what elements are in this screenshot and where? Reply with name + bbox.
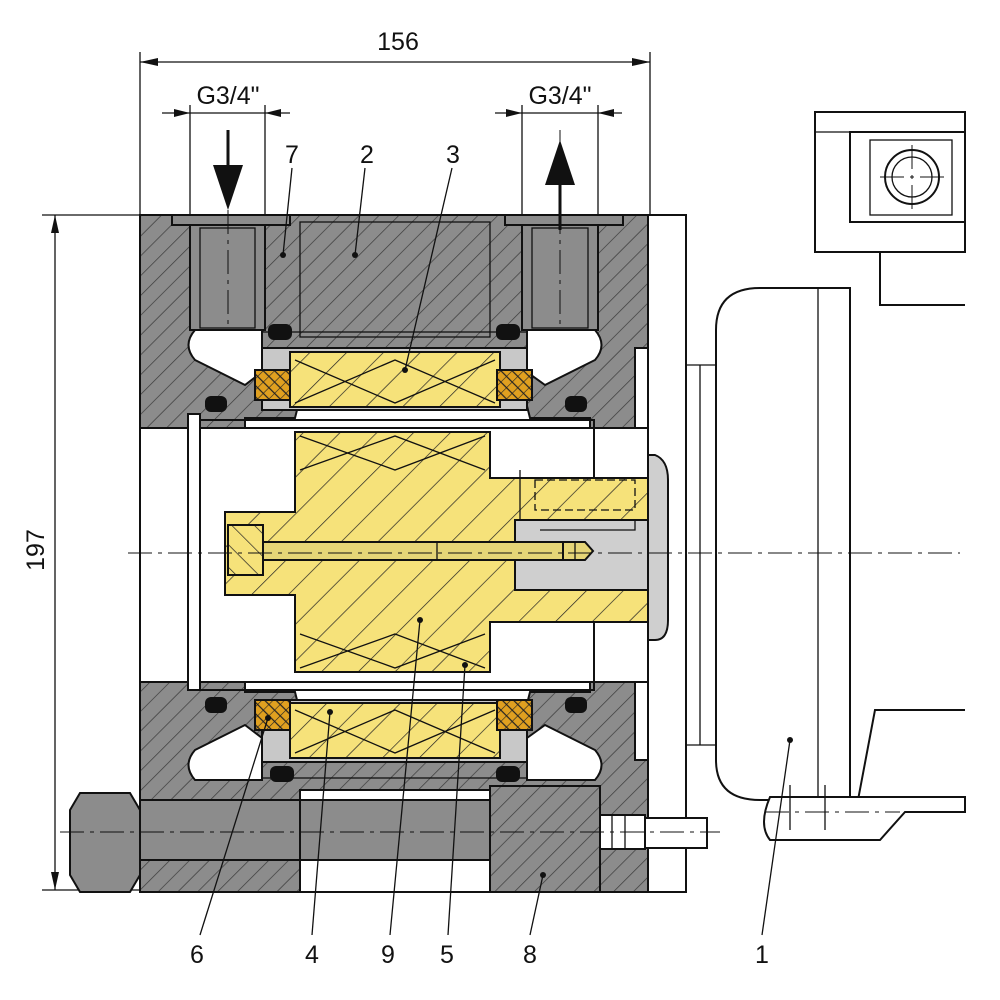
port-dimension-right: G3/4" bbox=[495, 82, 622, 215]
port-dimension-right-text: G3/4" bbox=[528, 82, 591, 110]
callout-9: 9 bbox=[381, 941, 395, 969]
outer-magnet-bottom bbox=[261, 699, 528, 763]
clamp-bolt bbox=[60, 785, 720, 893]
callout-7: 7 bbox=[285, 141, 299, 169]
width-dimension: 156 bbox=[139, 28, 651, 215]
central-screw bbox=[227, 524, 595, 576]
outer-magnet-top bbox=[261, 347, 528, 411]
seal-rings bbox=[205, 324, 587, 782]
width-dimension-text: 156 bbox=[377, 28, 419, 56]
port-dimension-left-text: G3/4" bbox=[196, 82, 259, 110]
callout-1: 1 bbox=[755, 941, 769, 969]
port-dimension-left: G3/4" bbox=[162, 82, 290, 215]
height-dimension: 197 bbox=[22, 214, 140, 891]
machine-housing bbox=[715, 111, 966, 841]
center-lines bbox=[128, 130, 960, 554]
callout-3: 3 bbox=[446, 141, 460, 169]
callout-leaders bbox=[199, 167, 793, 936]
height-dimension-text: 197 bbox=[22, 529, 50, 571]
callout-5: 5 bbox=[440, 941, 454, 969]
callout-2: 2 bbox=[360, 141, 374, 169]
callout-6: 6 bbox=[190, 941, 204, 969]
callout-4: 4 bbox=[305, 941, 319, 969]
callout-8: 8 bbox=[523, 941, 537, 969]
